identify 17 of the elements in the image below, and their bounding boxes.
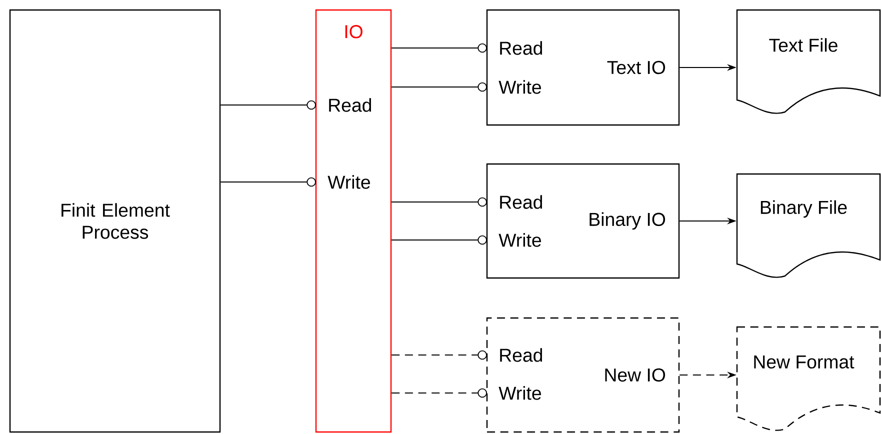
port-label: Write — [498, 80, 541, 94]
connector — [220, 100, 316, 110]
connector — [220, 177, 316, 187]
connector — [391, 235, 487, 245]
connector — [391, 388, 487, 398]
port-label: Write — [328, 175, 370, 189]
port-label: Read — [329, 98, 372, 112]
connector — [391, 197, 487, 207]
port-label: Write — [498, 233, 541, 247]
port-label: Read — [500, 41, 542, 55]
connector — [391, 350, 487, 360]
connector — [391, 43, 487, 53]
port-label: Read — [500, 195, 542, 209]
port-label: Read — [500, 348, 542, 362]
port-label: Write — [498, 386, 541, 400]
connector — [391, 82, 487, 92]
process-box: Finit Element Process — [9, 9, 221, 433]
